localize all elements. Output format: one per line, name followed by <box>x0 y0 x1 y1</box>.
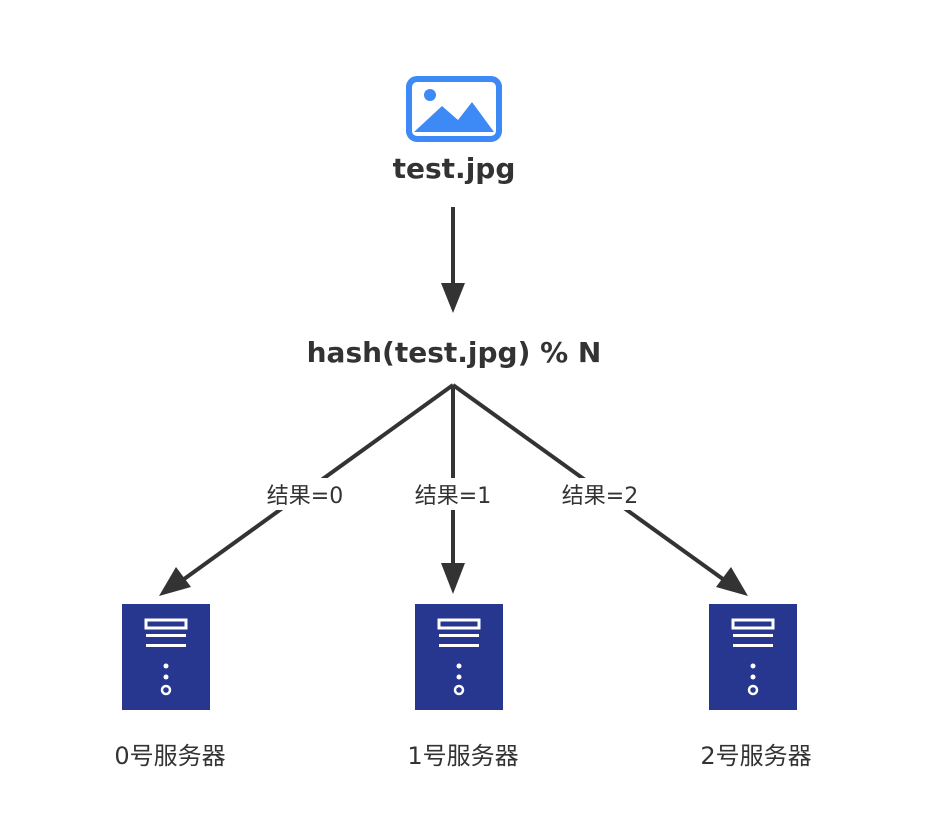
server-icon <box>709 604 797 710</box>
arrowhead-server-0 <box>159 567 191 596</box>
server-icon <box>122 604 210 710</box>
server-label-2: 2号服务器 <box>700 742 812 770</box>
arrowhead-hash <box>441 283 465 313</box>
server-icon <box>415 604 503 710</box>
edge-label-2: 结果=2 <box>559 478 641 510</box>
server-label-0: 0号服务器 <box>114 742 226 770</box>
image-icon <box>406 76 502 142</box>
arrowhead-server-1 <box>441 563 465 594</box>
edge-label-0: 结果=0 <box>264 478 346 510</box>
arrowhead-server-2 <box>716 567 748 596</box>
server-label-1: 1号服务器 <box>407 742 519 770</box>
hash-node-label: hash(test.jpg) % N <box>306 336 602 369</box>
edge-label-1: 结果=1 <box>412 478 494 510</box>
source-label: test.jpg <box>392 152 516 185</box>
